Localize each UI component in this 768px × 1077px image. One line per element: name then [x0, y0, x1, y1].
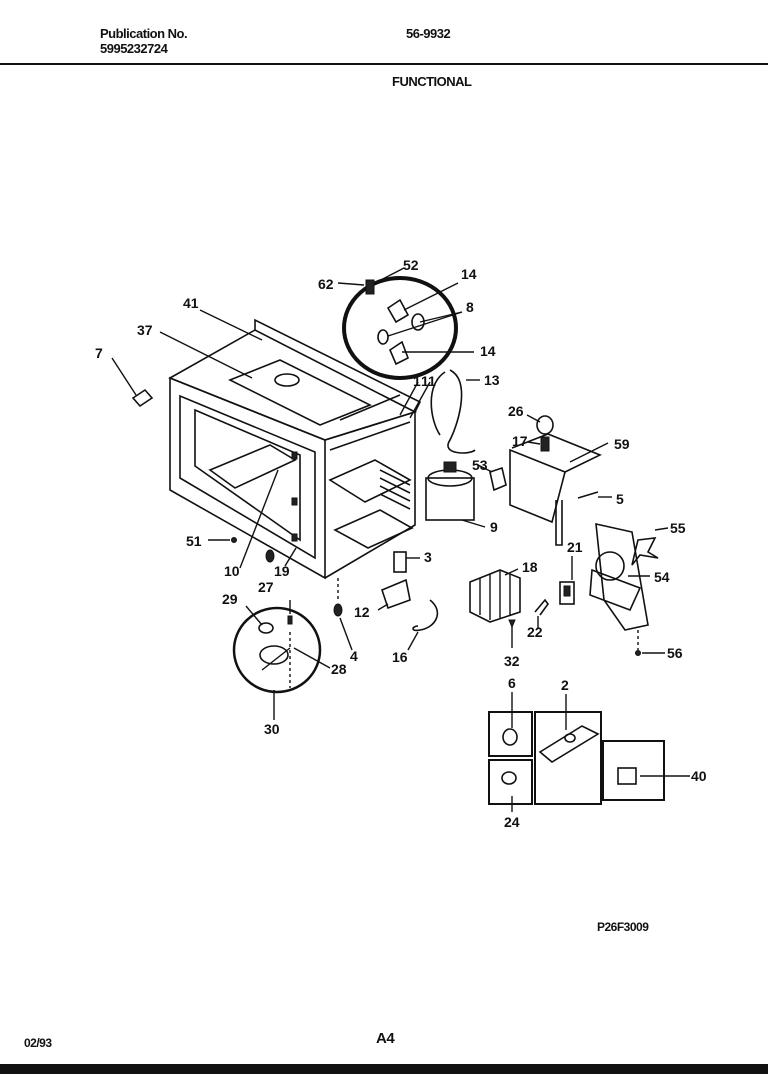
footer-page: A4: [376, 1030, 395, 1047]
part-7-latch: [111, 357, 154, 408]
model-number: 56-9932: [406, 26, 451, 41]
leader-1: [399, 381, 419, 416]
callout-10: 10: [224, 563, 240, 579]
callout-21: 21: [567, 539, 583, 555]
cabinet-assembly: [168, 318, 422, 580]
callout-17: 17: [512, 433, 528, 449]
part-21-switch: [559, 556, 575, 605]
callout-62: 62: [318, 276, 334, 292]
part-24-box: [488, 759, 533, 812]
part-55-fan-blade: [631, 527, 669, 566]
callout-59: 59: [614, 436, 630, 452]
leader-19: [284, 547, 297, 567]
callout-22: 22: [527, 624, 543, 640]
callout-4: 4: [350, 648, 358, 664]
section-title: FUNCTIONAL: [392, 74, 472, 89]
callout-14b: 14: [480, 343, 496, 359]
part-54-fan-housing: [589, 522, 650, 631]
callout-24: 24: [504, 814, 520, 830]
callout-8: 8: [466, 299, 474, 315]
callout-53: 53: [472, 457, 488, 473]
leader-41: [199, 309, 263, 341]
part-6-box: [488, 692, 533, 757]
callout-11: 11: [421, 373, 436, 389]
part-16-wire: [407, 599, 439, 651]
callout-29: 29: [222, 591, 238, 607]
callout-3: 3: [424, 549, 432, 565]
diagram-code: P26F3009: [597, 920, 649, 934]
part-40-box: [602, 740, 690, 801]
part-2-box: [534, 694, 602, 805]
callout-28: 28: [331, 661, 347, 677]
leader-11: [409, 381, 431, 419]
callout-5: 5: [616, 491, 624, 507]
callout-32: 32: [504, 653, 520, 669]
part-17-spring: [527, 436, 550, 452]
part-56-screw: [635, 630, 665, 656]
part-3-bracket: [393, 551, 420, 573]
callout-13: 13: [484, 372, 500, 388]
part-59-bracket: [509, 433, 609, 524]
callout-40: 40: [691, 768, 707, 784]
callout-27: 27: [258, 579, 274, 595]
callout-19: 19: [274, 563, 290, 579]
callout-52: 52: [403, 257, 419, 273]
part-22-clip: [534, 598, 549, 628]
leader-37: [159, 331, 253, 379]
publication-label: Publication No.: [100, 26, 188, 41]
part-4-foot: [333, 578, 353, 651]
callout-12: 12: [354, 604, 370, 620]
callout-55: 55: [670, 520, 686, 536]
callout-14: 14: [461, 266, 477, 282]
callout-56: 56: [667, 645, 683, 661]
part-51-screw: [231, 537, 237, 543]
callout-1: 1: [413, 373, 421, 389]
part-13-cord: [430, 369, 480, 454]
callout-18: 18: [522, 559, 538, 575]
callout-41: 41: [183, 295, 199, 311]
callout-37: 37: [137, 322, 153, 338]
detail-inset-bottom: [232, 600, 331, 720]
callout-26: 26: [508, 403, 524, 419]
callout-2: 2: [561, 677, 569, 693]
part-5-rod: [555, 491, 612, 546]
part-12-interlock: [377, 578, 411, 611]
callout-54: 54: [654, 569, 670, 585]
callout-9: 9: [490, 519, 498, 535]
bottom-border: [0, 1064, 768, 1074]
callout-labels: 52 62 14 8 14 41 37 7 1 11 13 26 17 59 5…: [95, 257, 707, 830]
part-10-stud: [239, 469, 279, 569]
part-9-magnetron: [425, 461, 486, 528]
detail-inset-top: [337, 267, 474, 380]
part-18-transformer: [469, 568, 521, 648]
callout-6: 6: [508, 675, 516, 691]
callout-30: 30: [264, 721, 280, 737]
footer-date: 02/93: [24, 1036, 52, 1050]
publication-number: 5995232724: [100, 41, 168, 56]
callout-7: 7: [95, 345, 103, 361]
callout-51: 51: [186, 533, 202, 549]
part-53-switch: [475, 463, 507, 492]
part-26-lamp: [526, 414, 554, 435]
callout-16: 16: [392, 649, 408, 665]
